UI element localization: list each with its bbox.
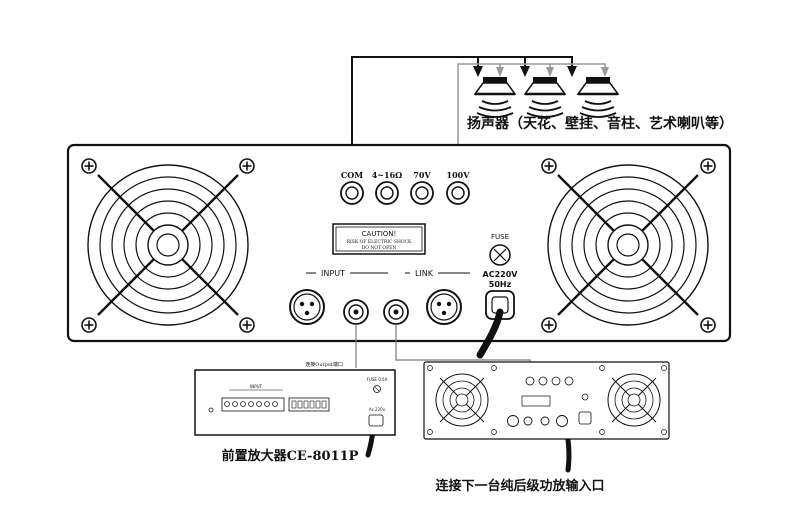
next-amp-caption: 连接下一台纯后级功放输入口 bbox=[435, 478, 604, 494]
screw-icon bbox=[81, 158, 97, 174]
terminal-label: COM bbox=[341, 170, 363, 180]
caution-line1: RISK OF ELECTRIC SHOCK bbox=[347, 239, 412, 245]
speaker-icon bbox=[473, 75, 517, 119]
terminal-label: 70V bbox=[413, 170, 431, 180]
terminal-70v[interactable] bbox=[410, 181, 434, 205]
terminal-com[interactable] bbox=[340, 181, 364, 205]
speaker-icon bbox=[523, 75, 567, 119]
screw-icon bbox=[239, 158, 255, 174]
next-amp-inputs[interactable] bbox=[507, 415, 568, 427]
input-xlr-connector[interactable] bbox=[289, 289, 325, 325]
terminal-label: 100V bbox=[447, 170, 471, 180]
preamp-caption: 前置放大器CE-8011P bbox=[222, 448, 359, 464]
input-label: INPUT bbox=[321, 269, 345, 278]
caution-line2: DO NOT OPEN bbox=[362, 245, 397, 251]
next-amplifier-panel bbox=[423, 361, 670, 440]
preamp-panel: INPUT FUSE 0.5A Ac 220v bbox=[194, 369, 396, 436]
screw-icon bbox=[700, 317, 716, 333]
speaker-wiring bbox=[351, 56, 609, 172]
link-jack-connector[interactable] bbox=[383, 299, 409, 325]
speaker-group bbox=[473, 75, 620, 119]
fan-grill-icon bbox=[607, 373, 661, 427]
screw-icon bbox=[700, 158, 716, 174]
link-xlr-connector[interactable] bbox=[426, 289, 462, 325]
terminal-100v[interactable] bbox=[446, 181, 470, 205]
power-socket[interactable] bbox=[485, 290, 515, 320]
screw-icon bbox=[541, 158, 557, 174]
freq-label: 50Hz bbox=[489, 280, 512, 289]
main-amplifier-panel: COM 4~16Ω 70V 100V CAUTION! RISK OF ELEC… bbox=[66, 143, 732, 343]
fuse-label: FUSE bbox=[491, 233, 509, 241]
preamp-input-jacks[interactable] bbox=[221, 397, 285, 412]
caution-label: CAUTION! RISK OF ELECTRIC SHOCK DO NOT O… bbox=[332, 223, 426, 255]
preamp-output-note: 连接Output端口 bbox=[305, 361, 343, 368]
caution-title: CAUTION! bbox=[362, 230, 397, 238]
preamp-ac-label: Ac 220v bbox=[369, 407, 386, 412]
terminal-label: 4~16Ω bbox=[372, 170, 403, 180]
next-amp-terminals[interactable] bbox=[525, 376, 574, 386]
power-label: AC220V bbox=[483, 270, 519, 279]
preamp-output-terminals[interactable] bbox=[288, 397, 330, 412]
link-label: LINK bbox=[415, 269, 434, 278]
fan-grill-right-icon bbox=[546, 163, 710, 327]
speaker-label: 扬声器（天花、壁挂、音柱、艺术喇叭等） bbox=[467, 115, 733, 132]
preamp-power-socket[interactable] bbox=[368, 414, 384, 427]
fan-grill-icon bbox=[435, 373, 489, 427]
input-jack-connector[interactable] bbox=[343, 299, 369, 325]
preamp-input-label: INPUT bbox=[250, 384, 263, 389]
preamp-fuse-label: FUSE 0.5A bbox=[367, 377, 388, 382]
fan-grill-left-icon bbox=[86, 163, 250, 327]
speaker-icon bbox=[576, 75, 620, 119]
terminal-4-16[interactable] bbox=[375, 181, 399, 205]
fuse-holder[interactable] bbox=[489, 244, 511, 266]
preamp-fuse[interactable] bbox=[373, 385, 381, 393]
screw-icon bbox=[541, 317, 557, 333]
screw-icon bbox=[239, 317, 255, 333]
screw-icon bbox=[81, 317, 97, 333]
